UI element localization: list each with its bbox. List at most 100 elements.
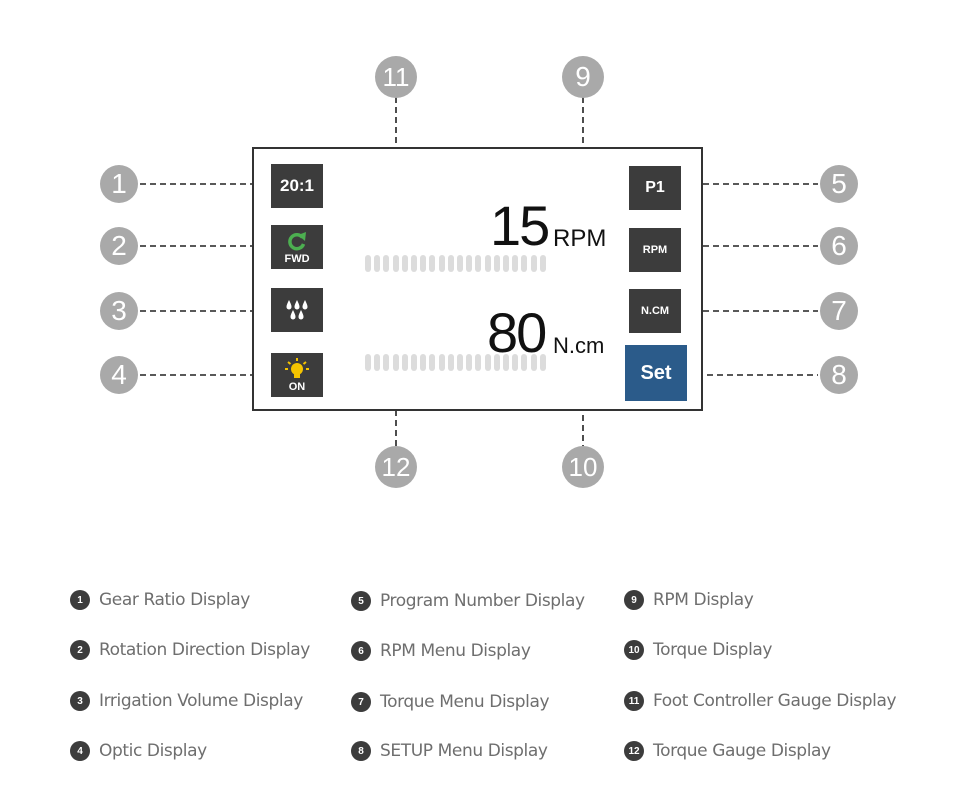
legend-item: 3 Irrigation Volume Display (70, 689, 303, 713)
legend-item: 1 Gear Ratio Display (70, 588, 250, 612)
setup-menu-label: Set (640, 361, 672, 384)
legend-text: Torque Gauge Display (653, 741, 831, 761)
torque-menu-label: N.CM (640, 305, 670, 317)
gauge-segment (447, 354, 454, 371)
callout-1: 1 (100, 165, 138, 203)
legend-item: 12 Torque Gauge Display (624, 739, 831, 763)
legend-item: 4 Optic Display (70, 739, 207, 763)
gauge-segment (503, 354, 509, 371)
legend-number: 4 (70, 741, 90, 761)
legend-text: Foot Controller Gauge Display (653, 691, 897, 711)
legend-text: SETUP Menu Display (380, 741, 548, 761)
legend-text: Program Number Display (380, 591, 585, 611)
gauge-segment (493, 354, 500, 371)
gauge-segment (539, 255, 546, 272)
gauge-segment (475, 255, 482, 272)
legend-text: Rotation Direction Display (99, 640, 310, 660)
gauge-segment (438, 354, 445, 371)
gauge-segment (457, 354, 463, 371)
rotation-direction-label: FWD (284, 252, 310, 265)
irrigation-drops-icon (284, 298, 310, 322)
gauge-segment (365, 255, 371, 272)
gauge-segment (530, 354, 537, 371)
gear-ratio-label: 20:1 (279, 176, 315, 195)
gauge-segment (475, 354, 482, 371)
rotate-forward-icon (286, 230, 308, 252)
torque-unit: N.cm (553, 333, 605, 358)
gauge-segment (539, 354, 546, 371)
rpm-unit: RPM (553, 225, 607, 252)
legend-number: 10 (624, 640, 644, 660)
legend-number: 9 (624, 590, 644, 610)
rpm-value: 15 (490, 194, 550, 257)
legend-number: 7 (351, 692, 371, 712)
light-bulb-icon (284, 357, 310, 380)
callout-9: 9 (562, 56, 604, 98)
gauge-segment (429, 354, 436, 371)
gauge-segment (401, 255, 408, 272)
gauge-segment (466, 354, 473, 371)
gear-ratio-button[interactable]: 20:1 (271, 164, 323, 208)
legend-number: 2 (70, 640, 90, 660)
torque-value: 80 (487, 301, 547, 364)
legend-text: Torque Display (653, 640, 773, 660)
gauge-segment (420, 354, 427, 371)
rpm-menu-label: RPM (642, 244, 668, 256)
rpm-menu-button[interactable]: RPM (629, 228, 681, 272)
gauge-segment (411, 354, 417, 371)
gauge-segment (512, 354, 519, 371)
gauge-segment (457, 255, 463, 272)
gauge-segment (493, 255, 500, 272)
gauge-segment (484, 255, 491, 272)
callout-11: 11 (375, 56, 417, 98)
gauge-segment (466, 255, 473, 272)
legend-item: 5 Program Number Display (351, 589, 585, 613)
callout-5: 5 (820, 165, 858, 203)
gauge-segment (392, 255, 399, 272)
gauge-segment (484, 354, 491, 371)
legend-number: 8 (351, 741, 371, 761)
gauge-segment (365, 354, 371, 371)
legend-number: 5 (351, 591, 371, 611)
gauge-segment (512, 255, 519, 272)
callout-4: 4 (100, 356, 138, 394)
gauge-segment (438, 255, 445, 272)
gauge-segment (530, 255, 537, 272)
optic-label: ON (288, 380, 306, 393)
callout-7: 7 (820, 292, 858, 330)
gauge-segment (429, 255, 436, 272)
program-number-label: P1 (645, 179, 665, 196)
gauge-segment (447, 255, 454, 272)
gauge-segment (392, 354, 399, 371)
gauge-segment (411, 255, 417, 272)
callout-6: 6 (820, 227, 858, 265)
callout-10: 10 (562, 446, 604, 488)
legend-number: 11 (624, 691, 644, 711)
rotation-direction-button[interactable]: FWD (271, 225, 323, 269)
callout-12: 12 (375, 446, 417, 488)
legend-item: 8 SETUP Menu Display (351, 739, 548, 763)
callout-2: 2 (100, 227, 138, 265)
gauge-segment (374, 354, 381, 371)
gauge-segment (374, 255, 381, 272)
legend-number: 3 (70, 691, 90, 711)
legend-text: RPM Menu Display (380, 641, 531, 661)
legend-item: 10 Torque Display (624, 638, 772, 662)
gauge-segment (521, 255, 528, 272)
irrigation-volume-button[interactable] (271, 288, 323, 332)
callout-3: 3 (100, 292, 138, 330)
gauge-segment (503, 255, 509, 272)
legend-number: 6 (351, 641, 371, 661)
gauge-segment (383, 354, 390, 371)
legend-text: Torque Menu Display (380, 692, 550, 712)
legend-item: 7 Torque Menu Display (351, 690, 550, 714)
legend-item: 11 Foot Controller Gauge Display (624, 689, 897, 713)
legend-text: Irrigation Volume Display (99, 691, 303, 711)
gauge-segment (521, 354, 528, 371)
program-number-button[interactable]: P1 (629, 166, 681, 210)
torque-menu-button[interactable]: N.CM (629, 289, 681, 333)
legend-text: Optic Display (99, 741, 207, 761)
gauge-segment (420, 255, 427, 272)
setup-menu-button[interactable]: Set (625, 345, 687, 401)
optic-button[interactable]: ON (271, 353, 323, 397)
